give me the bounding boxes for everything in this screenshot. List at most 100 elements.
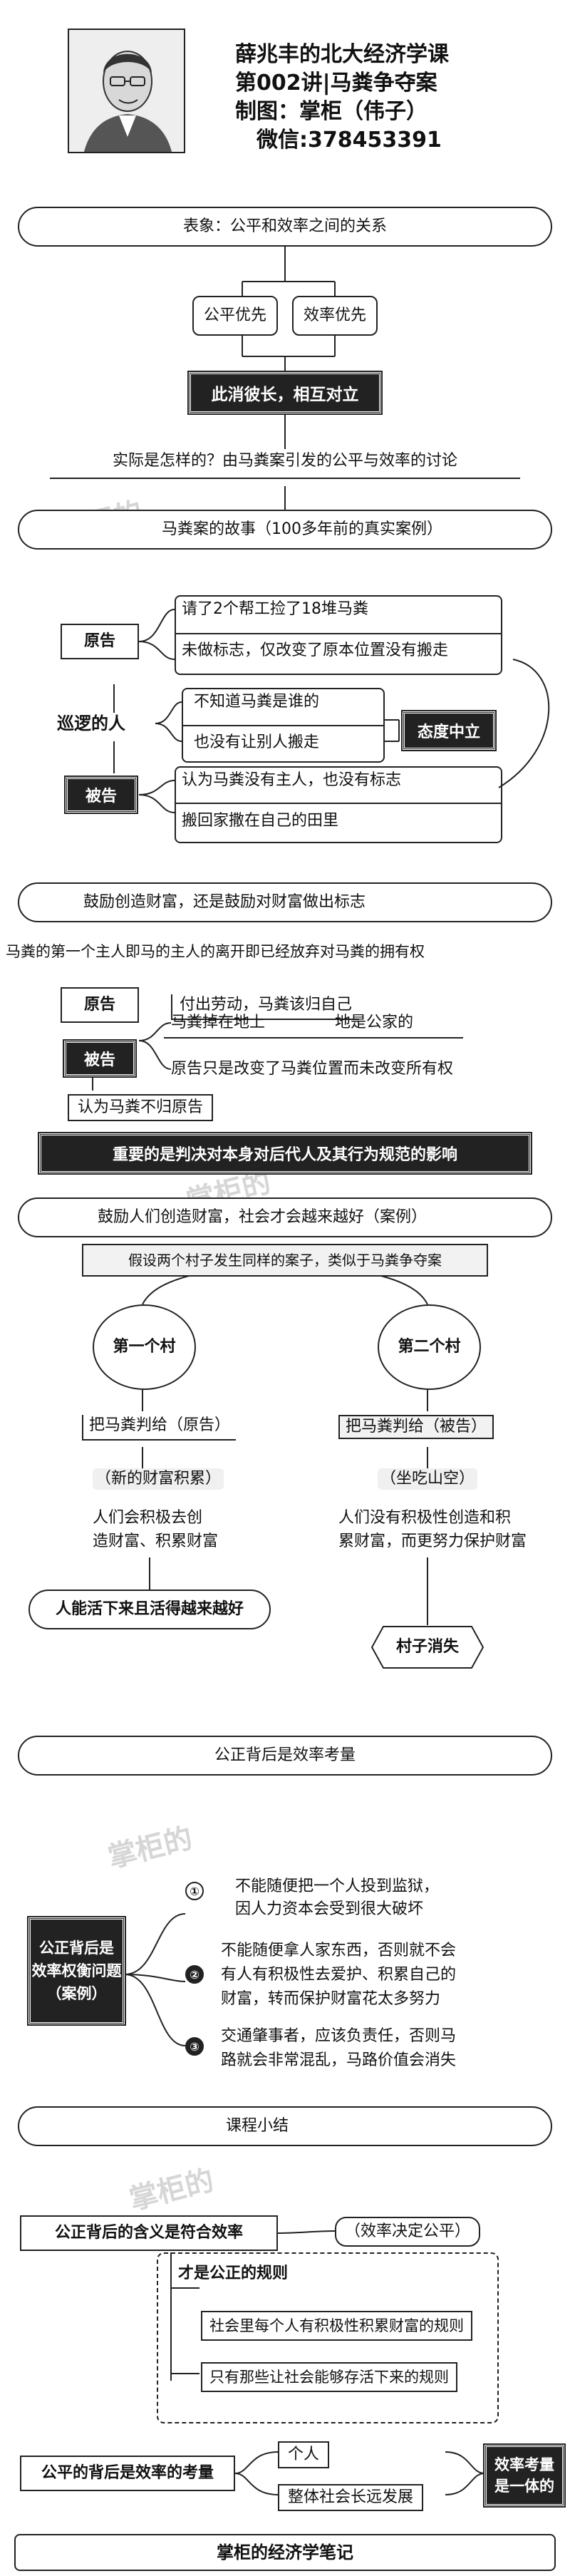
divider [182, 725, 385, 726]
section-title-summary: 课程小结 [18, 2106, 552, 2146]
case-item-1-line-2: 因人力资本会受到很大破坏 [235, 1900, 424, 1918]
village-1-effect-line-1: 人们会积极去创 [93, 1509, 203, 1527]
tradeoff-result-label: 此消彼长，相互对立 [211, 386, 359, 404]
defendant-label: 被告 [85, 788, 117, 805]
hypothesis-banner: 假设两个村子发生同样的案子，类似于马粪争夺案 [82, 1244, 488, 1277]
justice-meaning-label: 公正背后的含义是符合效率 [54, 2224, 243, 2242]
footer-box: 掌柜的经济学笔记 [14, 2534, 556, 2571]
hexagon-frame-icon [370, 1626, 484, 1669]
divider [175, 633, 502, 634]
patrol-action-1: 不知道马粪是谁的 [194, 693, 320, 711]
rule-1: 社会里每个人有积极性积累财富的规则 [201, 2311, 472, 2341]
village-1-ruling: 把马粪判给（原告） [82, 1415, 237, 1441]
village-2-node: 第二个村 [378, 1304, 481, 1390]
number-2-icon: ② [185, 1965, 204, 1984]
fairness-consideration-box: 公平的背后是效率的考量 [20, 2456, 235, 2491]
number-1-icon: ① [185, 1882, 204, 1900]
village-2-tag: （坐吃山空） [378, 1468, 478, 1490]
hypothesis-text: 假设两个村子发生同样的案子，类似于马粪争夺案 [128, 1252, 442, 1269]
section-title-appearance: 表象：公平和效率之间的关系 [18, 207, 552, 247]
unity-box: 效率考量 是一体的 [483, 2443, 566, 2508]
fairness-consideration-label: 公平的背后是效率的考量 [41, 2464, 214, 2482]
case-item-1-line-1: 不能随便把一个人投到监狱， [235, 1877, 440, 1895]
case-item-2-line-2: 有人有积极性去爱护、积累自己的 [221, 1966, 457, 1984]
footer-label: 掌柜的经济学笔记 [217, 2542, 353, 2562]
section-title-text: 鼓励创造财富，还是鼓励对财富做出标志 [83, 893, 366, 911]
plaintiff-action-2: 未做标志，仅改变了原本位置没有搬走 [182, 642, 449, 659]
defendant-actions-box [175, 766, 502, 843]
village-2-effect-line-2: 累财富，而更努力保护财富 [338, 1532, 527, 1550]
defendant-action-2: 搬回家撒在自己的田里 [182, 812, 339, 830]
village-2-effect-line-1: 人们没有积极性创造和积 [338, 1509, 512, 1527]
unity-line-1: 效率考量 [494, 2456, 554, 2473]
village-2-ruling: 把马粪判给（被告） [338, 1415, 494, 1439]
plaintiff-box: 原告 [61, 987, 139, 1023]
unity-line-2: 是一体的 [494, 2478, 554, 2495]
plaintiff-label: 原告 [83, 996, 115, 1014]
lesson-title: 第002讲|马粪争夺案 [235, 71, 437, 96]
case-item-1: ① [185, 1882, 204, 1900]
ruling-label: 认为马粪不归原告 [68, 1094, 214, 1121]
neutral-attitude-box: 态度中立 [401, 710, 497, 751]
defendant-claim-2: 原告只是改变了马粪位置而未改变所有权 [171, 1060, 454, 1078]
village-2-outcome-label: 村子消失 [395, 1638, 459, 1656]
village-1-outcome-label: 人能活下来且活得越来越好 [55, 1600, 244, 1618]
defendant-label: 被告 [83, 1051, 115, 1069]
defendant-action-1: 认为马粪没有主人，也没有标志 [182, 771, 402, 789]
section-title-text: 鼓励人们创造财富，社会才会越来越好（案例） [98, 1208, 428, 1226]
village-1-outcome: 人能活下来且活得越来越好 [28, 1590, 271, 1629]
plaintiff-box: 原告 [61, 624, 139, 659]
portrait-sketch-icon [69, 30, 184, 152]
section-title-incentive: 鼓励创造财富，还是鼓励对财富做出标志 [18, 882, 552, 922]
village-1-node: 第一个村 [93, 1304, 196, 1390]
fairness-first-box: 公平优先 [192, 296, 278, 336]
defendant-claim-1b: 地是公家的 [335, 1014, 414, 1031]
section-title-text: 课程小结 [226, 2117, 289, 2135]
case-item-2: ② [185, 1965, 204, 1984]
divider [164, 1037, 463, 1039]
society-box: 整体社会长远发展 [278, 2484, 424, 2511]
patrol-action-2: 也没有让别人搬走 [194, 733, 320, 751]
author-credit: 制图：掌柜（伟子） [235, 99, 428, 124]
rules-dashed-frame [157, 2252, 499, 2423]
defendant-box: 被告 [64, 776, 138, 814]
patrol-label: 巡逻的人 [57, 713, 125, 733]
individual-box: 个人 [278, 2441, 330, 2468]
justice-tradeoff-box: 公正背后是 效率权衡问题 （案例） [27, 1916, 126, 2026]
number-3-icon: ③ [185, 2037, 204, 2056]
section-title-text: 马粪案的故事（100多年前的真实案例） [162, 520, 442, 538]
case-item-3: ③ [185, 2037, 204, 2056]
justice-tradeoff-line-1: 公正背后是 [39, 1939, 114, 1957]
efficiency-first-box: 效率优先 [292, 296, 378, 336]
ownership-statement: 马粪的第一个主人即马的主人的离开即已经放弃对马粪的拥有权 [6, 943, 425, 960]
plaintiff-actions-box [175, 595, 502, 675]
justice-meaning-box: 公正背后的含义是符合效率 [20, 2215, 278, 2251]
defendant-box: 被告 [63, 1039, 137, 1078]
efficiency-first-label: 效率优先 [303, 306, 366, 324]
neutral-attitude-label: 态度中立 [417, 723, 480, 741]
village-2-label: 第二个村 [398, 1338, 461, 1356]
section-title-text: 公正背后是效率考量 [214, 1746, 356, 1764]
rule-2: 只有那些让社会能够存活下来的规则 [201, 2362, 457, 2392]
case-item-2-line-1: 不能随便拿人家东西，否则就不会 [221, 1942, 457, 1959]
section-title-villages: 鼓励人们创造财富，社会才会越来越好（案例） [18, 1197, 552, 1237]
fairness-first-label: 公平优先 [203, 306, 266, 324]
plaintiff-action-1: 请了2个帮工捡了18堆马粪 [182, 600, 368, 618]
plaintiff-claim: 付出劳动，马粪该归自己 [171, 994, 360, 1020]
case-item-2-line-3: 财富，转而保护财富花太多努力 [221, 1990, 441, 2008]
village-1-tag: （新的财富积累） [93, 1468, 224, 1490]
wechat-id: 微信:378453391 [256, 128, 442, 153]
author-portrait [68, 29, 185, 153]
section-title-text: 表象：公平和效率之间的关系 [182, 217, 387, 235]
village-1-effect-line-2: 造财富、积累财富 [93, 1532, 219, 1550]
course-title: 薛兆丰的北大经济学课 [235, 42, 449, 67]
case-item-3-line-1: 交通肇事者，应该负责任，否则马 [221, 2027, 457, 2045]
section-title-justice: 公正背后是效率考量 [18, 1736, 552, 1776]
tradeoff-result-box: 此消彼长，相互对立 [187, 371, 383, 415]
question-line: 实际是怎样的？由马粪案引发的公平与效率的讨论 [50, 450, 520, 479]
key-point-box: 重要的是判决对本身对后代人及其行为规范的影响 [38, 1132, 532, 1175]
rules-title: 才是公正的规则 [178, 2265, 289, 2282]
justice-tradeoff-line-3: （案例） [46, 1985, 107, 2002]
case-item-3-line-2: 路就会非常混乱，马路价值会消失 [221, 2051, 457, 2069]
defendant-claim-1a: 马粪掉在地上 [171, 1014, 266, 1031]
